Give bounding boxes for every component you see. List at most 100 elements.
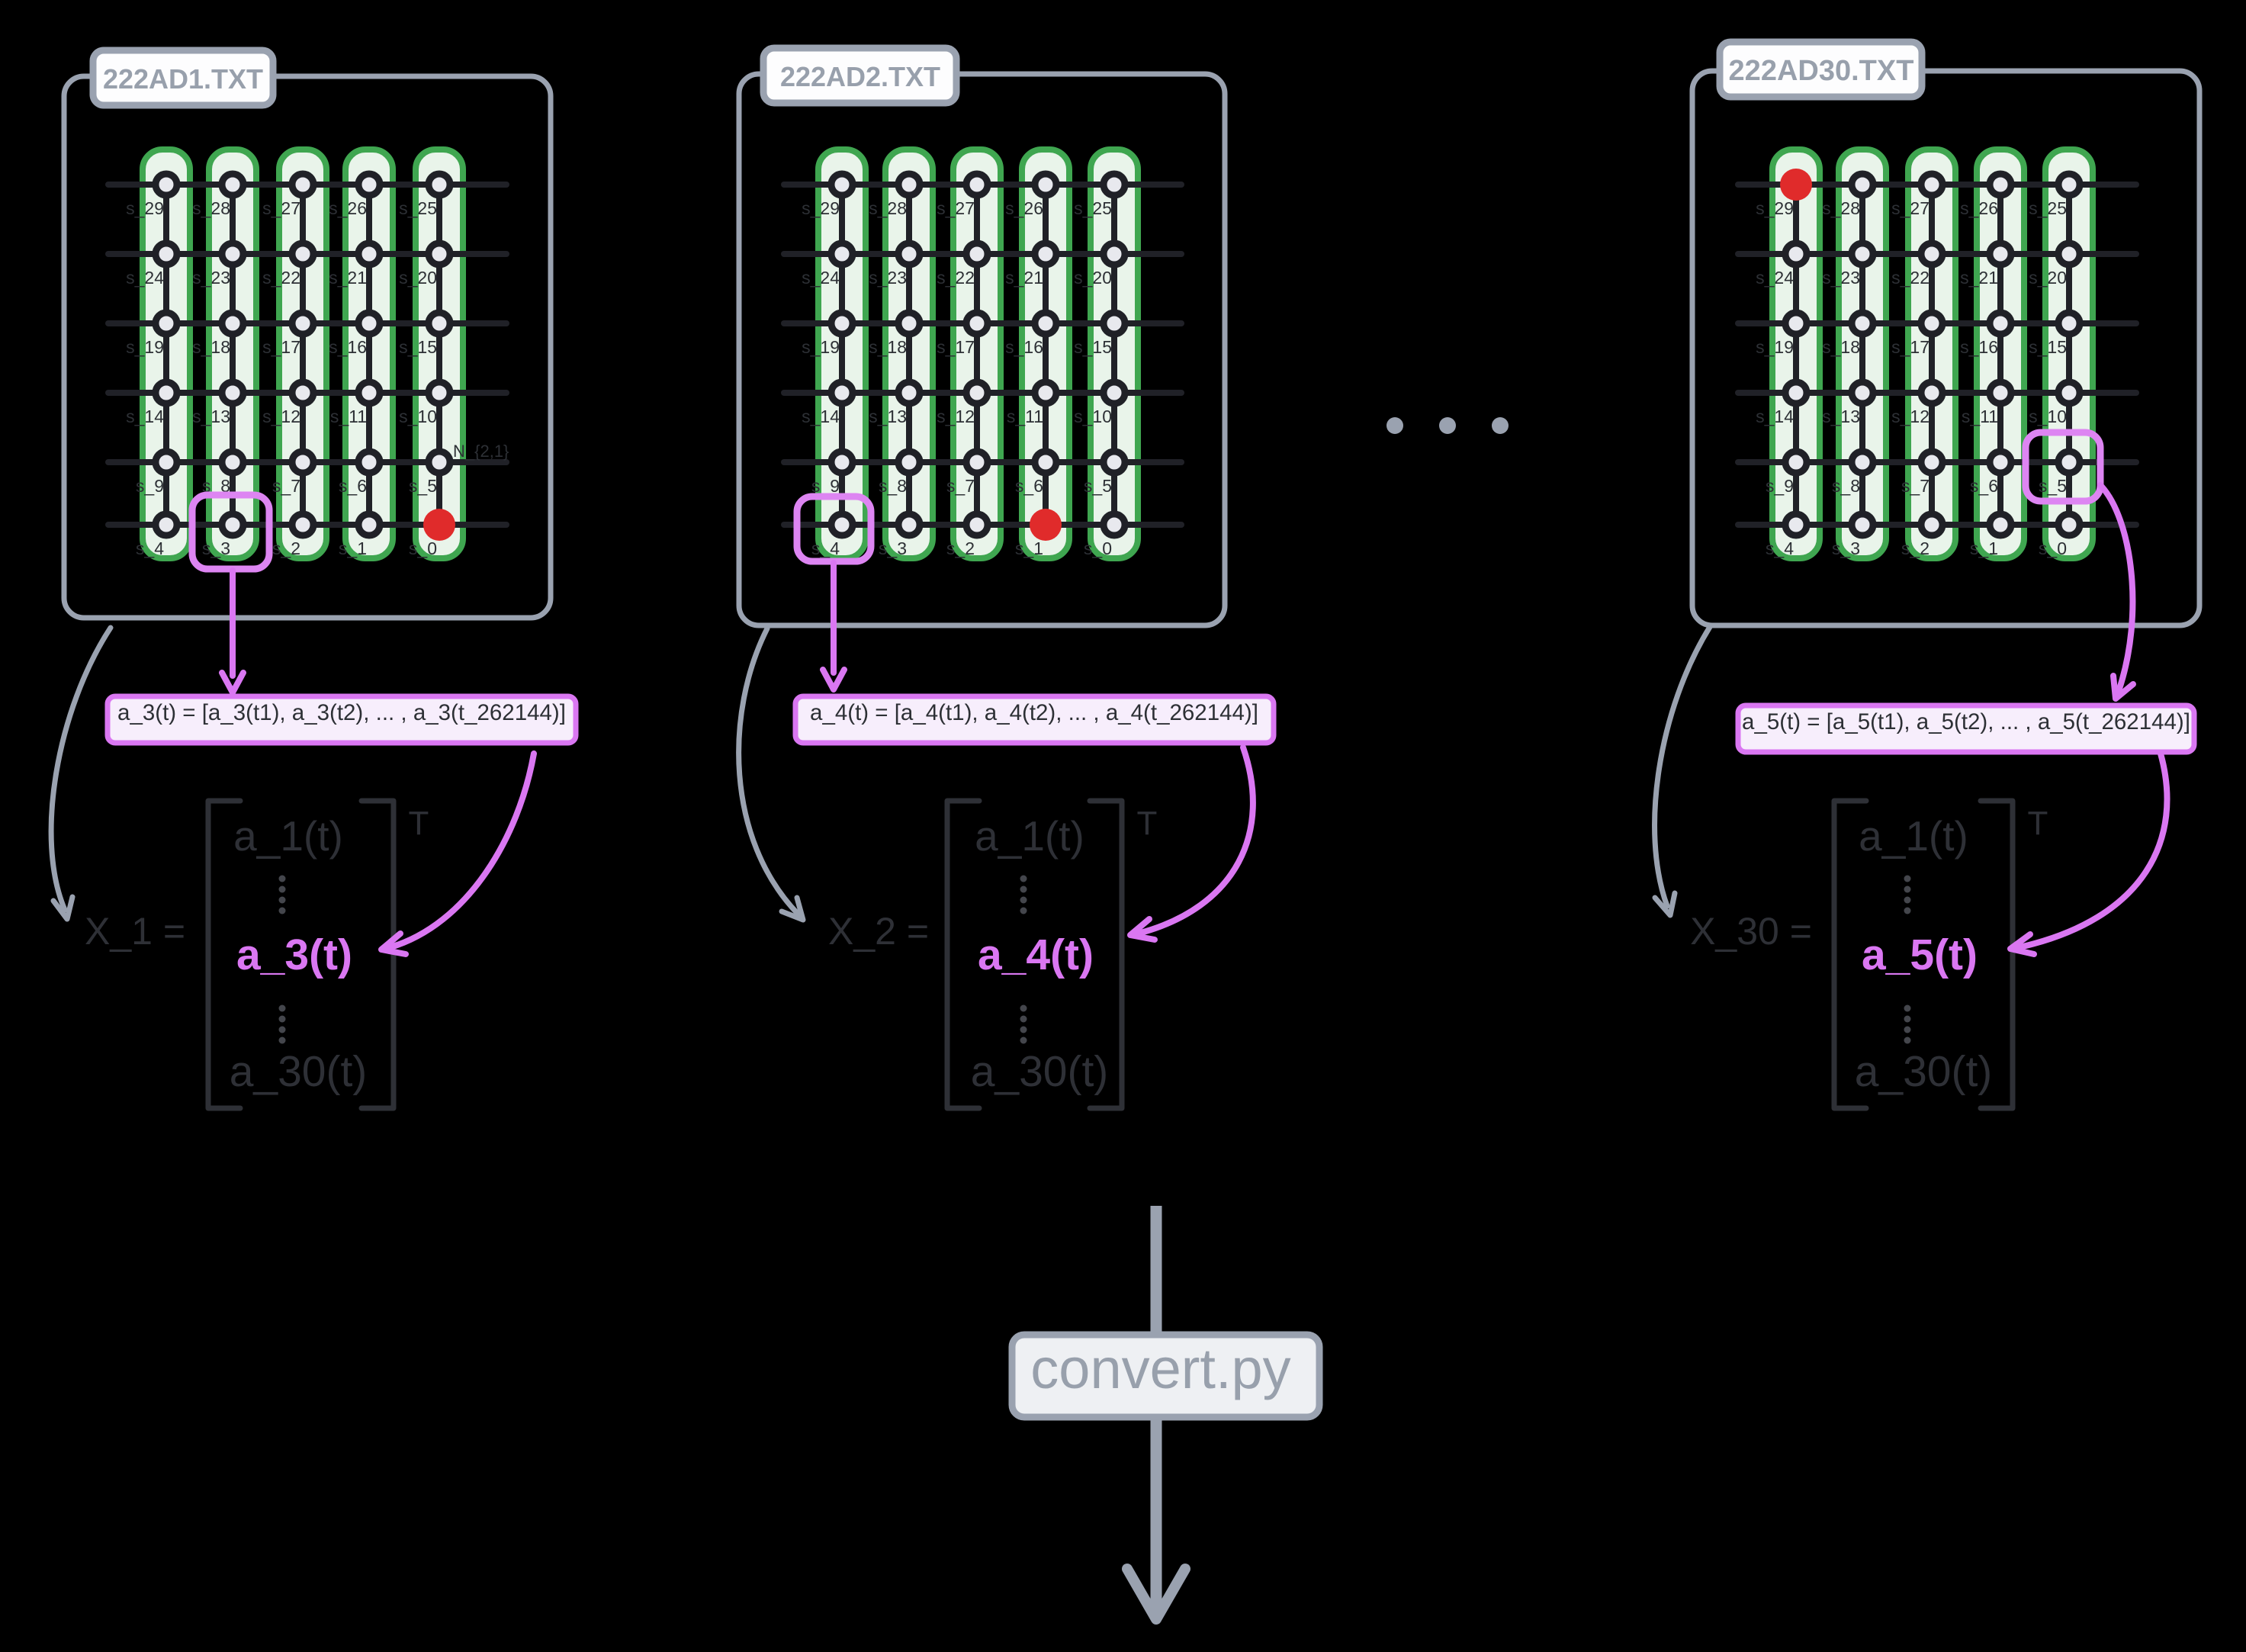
svg-text:s_14: s_14: [1756, 407, 1794, 426]
svg-text:s_8: s_8: [1832, 476, 1860, 496]
svg-text:s_28: s_28: [1822, 198, 1860, 218]
svg-text:a_4(t): a_4(t): [978, 930, 1094, 979]
svg-text:s_12: s_12: [262, 407, 300, 426]
svg-text:s_13: s_13: [192, 407, 230, 426]
svg-text:s_7: s_7: [946, 476, 975, 496]
svg-text:a_1(t): a_1(t): [1859, 812, 1968, 860]
svg-text:s_1: s_1: [1015, 538, 1043, 558]
svg-text:s_26: s_26: [1005, 198, 1043, 218]
svg-text:s_23: s_23: [192, 268, 230, 288]
svg-text:s_0: s_0: [1084, 538, 1112, 558]
svg-text:s_26: s_26: [329, 198, 367, 218]
svg-text:s_18: s_18: [1822, 337, 1860, 357]
svg-text:s_18: s_18: [869, 337, 907, 357]
svg-text:a_5(t): a_5(t): [1862, 930, 1978, 979]
svg-text:T: T: [1137, 805, 1158, 842]
svg-text:s_6: s_6: [1970, 476, 1998, 496]
svg-text:s_18: s_18: [192, 337, 230, 357]
svg-text:s_21: s_21: [1960, 268, 1998, 288]
svg-text:s_5: s_5: [409, 476, 437, 496]
svg-text:s_7: s_7: [1901, 476, 1930, 496]
svg-text:s_0: s_0: [409, 538, 437, 558]
svg-text:s_25: s_25: [399, 198, 437, 218]
svg-text:s_10: s_10: [399, 407, 437, 426]
svg-text:s_25: s_25: [1074, 198, 1112, 218]
svg-text:s_2: s_2: [1901, 538, 1930, 558]
svg-text:N_{2,1}: N_{2,1}: [453, 442, 509, 461]
svg-text:s_3: s_3: [202, 538, 230, 558]
svg-text:s_2: s_2: [272, 538, 300, 558]
svg-text:s_6: s_6: [1015, 476, 1043, 496]
svg-text:s_16: s_16: [329, 337, 367, 357]
svg-text:s_8: s_8: [879, 476, 907, 496]
svg-text:s_17: s_17: [262, 337, 300, 357]
svg-text:s_21: s_21: [1005, 268, 1043, 288]
svg-text:s_27: s_27: [937, 198, 975, 218]
svg-text:T: T: [2028, 805, 2048, 842]
svg-text:s_4: s_4: [1766, 538, 1794, 558]
svg-text:s_5: s_5: [2039, 476, 2067, 496]
svg-text:s_24: s_24: [802, 268, 840, 288]
svg-text:s_16: s_16: [1005, 337, 1043, 357]
svg-text:222AD30.TXT: 222AD30.TXT: [1729, 55, 1914, 87]
svg-text:s_5: s_5: [1084, 476, 1112, 496]
svg-text:a_4(t) = [a_4(t1), a_4(t2), ..: a_4(t) = [a_4(t1), a_4(t2), ... , a_4(t_…: [810, 700, 1258, 725]
svg-text:s_17: s_17: [937, 337, 975, 357]
svg-text:s_10: s_10: [2029, 407, 2067, 426]
svg-text:s_3: s_3: [1832, 538, 1860, 558]
svg-text:s_11: s_11: [1007, 407, 1043, 426]
svg-text:s_20: s_20: [1074, 268, 1112, 288]
svg-text:s_28: s_28: [192, 198, 230, 218]
svg-text:s_6: s_6: [339, 476, 367, 496]
svg-text:T: T: [409, 805, 429, 842]
svg-text:s_28: s_28: [869, 198, 907, 218]
svg-text:s_19: s_19: [802, 337, 840, 357]
svg-text:s_23: s_23: [869, 268, 907, 288]
svg-text:a_30(t): a_30(t): [1855, 1047, 1993, 1096]
svg-text:X_30 =: X_30 =: [1690, 910, 1812, 953]
svg-text:s_9: s_9: [811, 476, 840, 496]
svg-text:s_14: s_14: [126, 407, 164, 426]
svg-text:s_17: s_17: [1891, 337, 1930, 357]
svg-text:a_30(t): a_30(t): [230, 1047, 368, 1096]
svg-text:a_3(t) = [a_3(t1), a_3(t2), ..: a_3(t) = [a_3(t1), a_3(t2), ... , a_3(t_…: [117, 700, 566, 725]
svg-text:s_22: s_22: [937, 268, 975, 288]
svg-text:s_4: s_4: [811, 538, 840, 558]
svg-text:s_15: s_15: [1074, 337, 1112, 357]
svg-text:s_11: s_11: [330, 407, 367, 426]
svg-text:s_11: s_11: [1962, 407, 1998, 426]
svg-text:s_13: s_13: [869, 407, 907, 426]
svg-text:s_29: s_29: [1756, 198, 1794, 218]
svg-text:a_30(t): a_30(t): [971, 1047, 1109, 1096]
svg-text:s_19: s_19: [126, 337, 164, 357]
svg-text:s_22: s_22: [262, 268, 300, 288]
svg-text:s_12: s_12: [937, 407, 975, 426]
svg-text:s_16: s_16: [1960, 337, 1998, 357]
svg-text:s_24: s_24: [126, 268, 164, 288]
svg-text:s_29: s_29: [802, 198, 840, 218]
svg-text:s_10: s_10: [1074, 407, 1112, 426]
svg-text:s_19: s_19: [1756, 337, 1794, 357]
svg-text:s_2: s_2: [946, 538, 975, 558]
svg-text:X_2 =: X_2 =: [828, 910, 929, 953]
svg-text:s_9: s_9: [136, 476, 164, 496]
svg-text:X_1 =: X_1 =: [85, 910, 185, 953]
svg-text:s_4: s_4: [136, 538, 164, 558]
svg-text:s_21: s_21: [329, 268, 367, 288]
svg-text:222AD1.TXT: 222AD1.TXT: [103, 63, 263, 95]
svg-text:a_1(t): a_1(t): [233, 812, 343, 860]
svg-text:s_0: s_0: [2039, 538, 2067, 558]
svg-text:s_1: s_1: [1970, 538, 1998, 558]
svg-text:s_20: s_20: [2029, 268, 2067, 288]
svg-text:s_1: s_1: [339, 538, 367, 558]
svg-text:a_5(t) = [a_5(t1), a_5(t2), ..: a_5(t) = [a_5(t1), a_5(t2), ... , a_5(t_…: [1742, 709, 2190, 734]
svg-text:s_15: s_15: [399, 337, 437, 357]
svg-text:s_3: s_3: [879, 538, 907, 558]
svg-text:s_26: s_26: [1960, 198, 1998, 218]
svg-text:a_3(t): a_3(t): [236, 930, 352, 979]
svg-text:s_9: s_9: [1766, 476, 1794, 496]
svg-text:a_1(t): a_1(t): [975, 812, 1084, 860]
svg-text:s_27: s_27: [1891, 198, 1930, 218]
svg-text:s_24: s_24: [1756, 268, 1794, 288]
svg-text:s_22: s_22: [1891, 268, 1930, 288]
